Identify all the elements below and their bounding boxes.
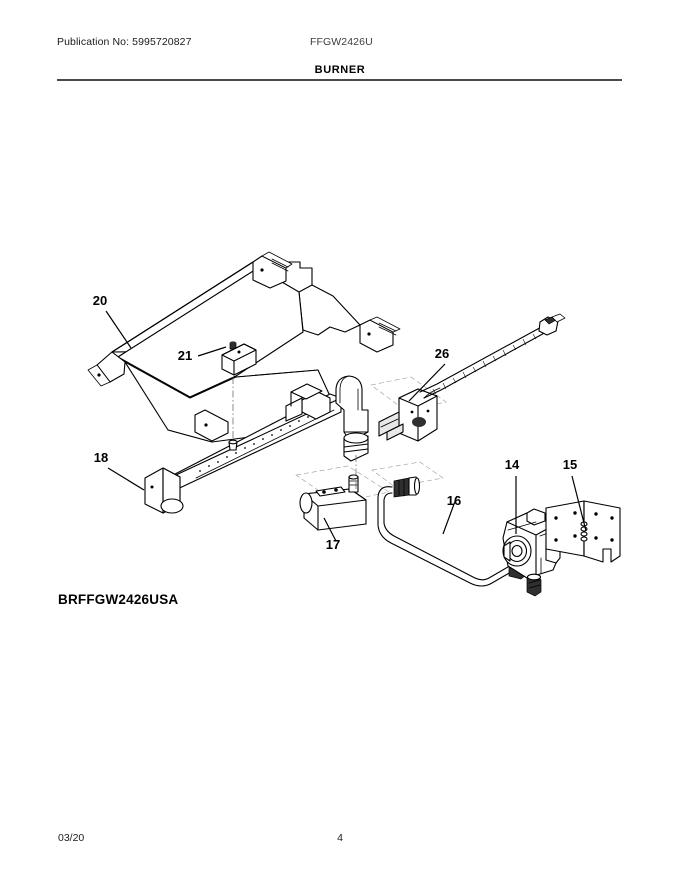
callout-20: 20 (93, 293, 107, 308)
part-burner-mounting-screw (221, 341, 257, 451)
model-number: FFGW2426U (310, 36, 373, 48)
callout-16: 16 (447, 493, 461, 508)
callout-21: 21 (178, 348, 192, 363)
header-divider (57, 79, 622, 81)
part-gas-valve-mounting-bracket (545, 500, 621, 563)
publication-number: Publication No: 5995720827 (57, 36, 192, 48)
callout-numbers: 20 21 18 26 17 16 14 15 (93, 293, 577, 552)
page-title: BURNER (314, 64, 366, 76)
callout-14: 14 (505, 457, 520, 472)
part-burner-baffle-shield (87, 251, 401, 443)
part-orifice-holder-mixer (295, 455, 390, 531)
model-caption: BRFFGW2426USA (58, 592, 179, 607)
footer-date: 03/20 (58, 832, 85, 844)
part-elbow-tube (335, 375, 369, 462)
part-burner-tube-end-cap (144, 467, 184, 514)
callout-26: 26 (435, 346, 449, 361)
part-igniter-assembly (370, 313, 566, 442)
callout-17: 17 (326, 537, 340, 552)
part-burner-tube (147, 383, 342, 502)
part-gas-valve (502, 508, 581, 597)
callout-18: 18 (94, 450, 108, 465)
part-gas-supply-tube (371, 461, 528, 587)
footer-page-number: 4 (337, 832, 343, 844)
callout-leaders (105, 310, 587, 542)
callout-15: 15 (563, 457, 577, 472)
